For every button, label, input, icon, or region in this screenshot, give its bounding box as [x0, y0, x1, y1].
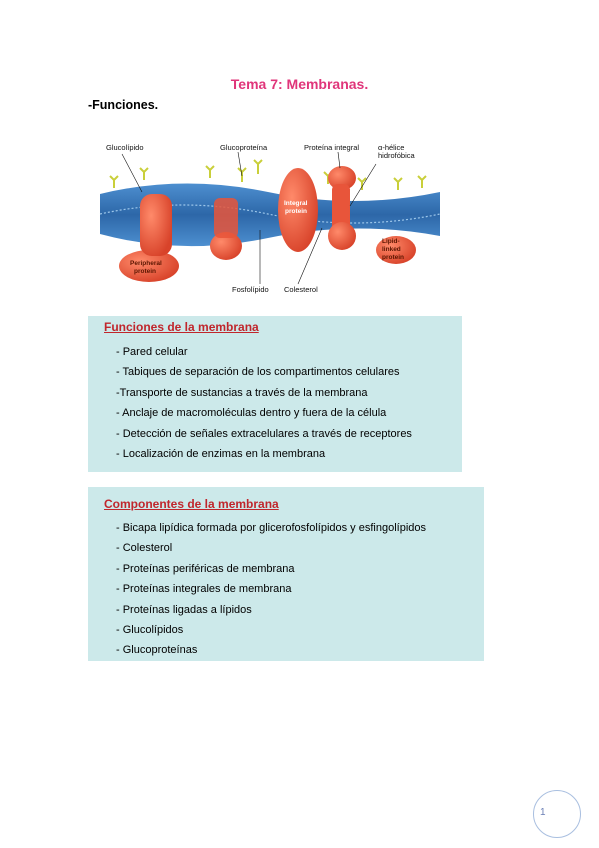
label-lipid-linked-3: protein: [382, 254, 405, 261]
label-integral-protein-1: Integral: [284, 200, 308, 207]
label-peripheral-protein-2: protein: [134, 268, 157, 275]
funciones-box: Funciones de la membrana - Pared celular…: [88, 316, 462, 472]
label-integral-protein-2: protein: [285, 208, 308, 215]
label-alpha-helice: α-hélice: [378, 143, 405, 152]
membrane-illustration: [99, 151, 441, 285]
page-number: 1: [540, 807, 546, 818]
list-item: -Transporte de sustancias a través de la…: [116, 386, 368, 399]
list-item: - Proteínas integrales de membrana: [116, 583, 292, 596]
list-item: - Localización de enzimas en la membrana: [116, 447, 326, 460]
list-item: - Proteínas ligadas a lípidos: [116, 603, 252, 616]
page-number-badge: 1: [533, 790, 581, 838]
list-item: - Pared celular: [116, 346, 188, 358]
label-colesterol: Colesterol: [284, 285, 318, 294]
label-fosfolipido: Fosfolípido: [232, 285, 269, 294]
list-item: - Colesterol: [116, 542, 173, 555]
funciones-heading: Funciones de la membrana: [104, 320, 259, 334]
list-item: - Glucolípidos: [116, 623, 184, 636]
componentes-heading: Componentes de la membrana: [104, 497, 279, 511]
componentes-list: - Bicapa lipídica formada por glicerofos…: [116, 518, 426, 661]
label-lipid-linked-1: Lipid-: [382, 238, 400, 245]
page-title: Tema 7: Membranas.: [230, 76, 369, 92]
membrane-diagram: Glucolípido Glucoproteína Proteína integ…: [92, 138, 444, 300]
label-proteina-integral: Proteína integral: [304, 143, 360, 152]
label-glucolipido: Glucolípido: [106, 143, 144, 152]
list-item: - Anclaje de macromoléculas dentro y fue…: [116, 407, 387, 420]
funciones-list: - Pared celular - Tabiques de separación…: [116, 342, 412, 464]
list-item: - Bicapa lipídica formada por glicerofos…: [116, 522, 426, 534]
list-item: - Detección de señales extracelulares a …: [116, 427, 412, 440]
componentes-box: Componentes de la membrana - Bicapa lipí…: [88, 487, 484, 661]
section-heading: -Funciones.: [88, 98, 159, 112]
list-item: - Glucoproteínas: [116, 644, 198, 657]
label-peripheral-protein-1: Peripheral: [130, 260, 162, 267]
label-hidrofobica: hidrofóbica: [378, 151, 415, 160]
list-item: - Tabiques de separación de los comparti…: [116, 366, 400, 379]
label-glucoproteina: Glucoproteína: [220, 143, 268, 152]
label-lipid-linked-2: linked: [382, 246, 401, 253]
list-item: - Proteínas periféricas de membrana: [116, 562, 295, 575]
